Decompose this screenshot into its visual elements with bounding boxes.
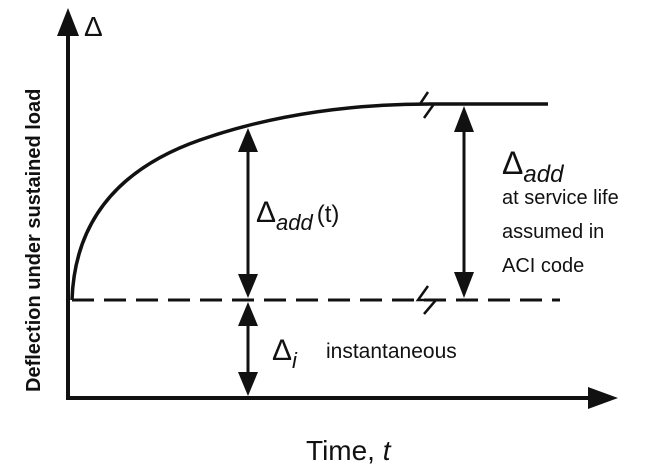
delta-add-arrow-bottom (454, 272, 474, 298)
y-axis-arrowhead (57, 8, 79, 36)
service-note-line-2: assumed in (502, 221, 604, 243)
service-note-line-3: ACI code (502, 255, 584, 277)
delta-add-arrow-top (454, 106, 474, 132)
delta-i-arrow-top (238, 302, 258, 326)
delta-add-t-arrow-bottom (238, 274, 258, 298)
y-axis-label: Deflection under sustained load (23, 89, 45, 392)
service-note-line-1: at service life (502, 187, 619, 209)
break-mark-bottom (415, 285, 439, 315)
delta-add-t-arrow-top (238, 128, 258, 152)
instantaneous-label: instantaneous (326, 340, 457, 363)
delta-add-t-label: Δadd(t) (256, 196, 339, 235)
x-axis-label: Time, t (306, 435, 392, 466)
delta-i-arrow-bottom (238, 372, 258, 396)
x-axis-arrowhead (588, 387, 618, 409)
y-axis-symbol: Δ (84, 11, 103, 42)
delta-i-label: Δi (272, 334, 298, 373)
break-mark-top (417, 91, 437, 119)
delta-add-label: Δadd (502, 145, 564, 188)
deflection-curve (70, 102, 548, 301)
